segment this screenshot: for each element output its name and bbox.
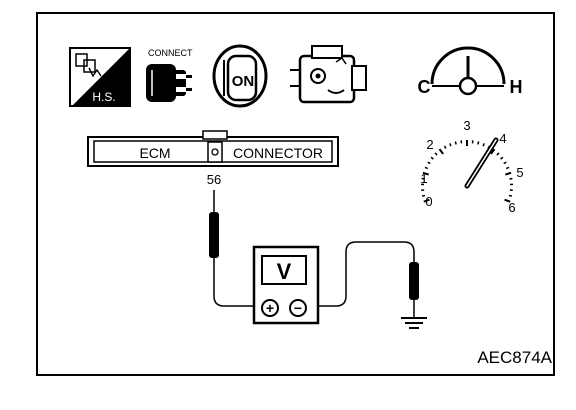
temp-hot-label: H xyxy=(510,77,523,97)
hs-icon: H.S. xyxy=(69,47,131,107)
positive-terminal-label: + xyxy=(266,300,274,316)
tacho-tick xyxy=(500,156,504,160)
tacho-tick xyxy=(482,143,485,147)
on-label: ON xyxy=(232,73,255,90)
tacho-tick xyxy=(422,171,429,176)
tachometer: 0 1 2 3 4 5 6 xyxy=(420,118,523,215)
tacho-tick xyxy=(443,145,447,149)
tacho-label-4: 4 xyxy=(499,131,506,146)
tacho-tick xyxy=(449,143,452,147)
negative-terminal xyxy=(289,299,307,317)
tacho-tick xyxy=(434,152,438,156)
connect-label: CONNECT xyxy=(148,48,193,58)
tacho-tick xyxy=(454,141,457,145)
tacho-tick xyxy=(427,161,431,165)
tacho-tick xyxy=(438,148,444,155)
connector-label: CONNECTOR xyxy=(233,145,323,161)
engine-icon xyxy=(290,45,367,104)
terminal-number: 56 xyxy=(207,172,221,187)
temp-cold-label: C xyxy=(418,77,431,97)
tacho-label-0: 0 xyxy=(425,194,432,209)
tacho-tick xyxy=(504,198,511,203)
tacho-tick xyxy=(423,198,430,203)
figure-id: AEC874A xyxy=(477,348,552,367)
tacho-label-6: 6 xyxy=(508,200,515,215)
ecm-label: ECM xyxy=(139,145,170,161)
voltmeter-wiring xyxy=(209,190,419,318)
hs-label: H.S. xyxy=(92,90,115,104)
voltmeter-display-label: V xyxy=(277,259,292,284)
tacho-tick xyxy=(477,141,480,145)
tacho-tick xyxy=(490,148,496,155)
tacho-label-2: 2 xyxy=(426,137,433,152)
voltmeter: V + − xyxy=(252,245,320,325)
tacho-tick xyxy=(505,166,510,170)
ignition-key-on-icon: ON xyxy=(212,44,268,108)
tacho-tick xyxy=(503,161,507,165)
connect-icon: CONNECT xyxy=(146,48,193,102)
tacho-tick xyxy=(508,194,513,197)
tacho-tick xyxy=(505,171,512,176)
tacho-label-3: 3 xyxy=(463,118,470,133)
tacho-tick xyxy=(424,166,429,170)
temperature-gauge: C H xyxy=(418,46,523,97)
tacho-tick xyxy=(496,152,500,156)
tacho-tick xyxy=(421,194,426,197)
ecm-connector: ECM CONNECTOR 56 xyxy=(87,130,339,187)
ground-icon xyxy=(401,317,427,329)
tacho-tick xyxy=(430,156,434,160)
figure-frame xyxy=(36,12,555,376)
positive-terminal xyxy=(261,299,279,317)
tacho-label-1: 1 xyxy=(420,171,427,186)
negative-terminal-label: − xyxy=(294,300,302,316)
tacho-label-5: 5 xyxy=(516,165,523,180)
